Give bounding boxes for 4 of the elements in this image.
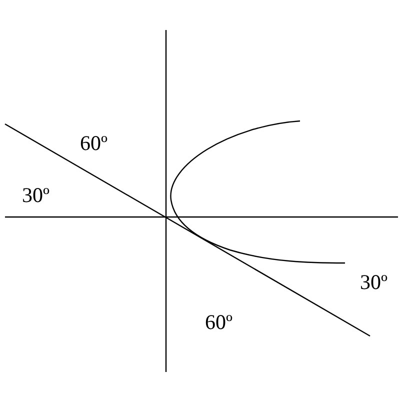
angle-label: 30º <box>22 185 50 206</box>
angle-label: 60º <box>80 133 108 154</box>
angle-label: 60º <box>205 312 233 333</box>
angle-label: 30º <box>360 272 388 293</box>
